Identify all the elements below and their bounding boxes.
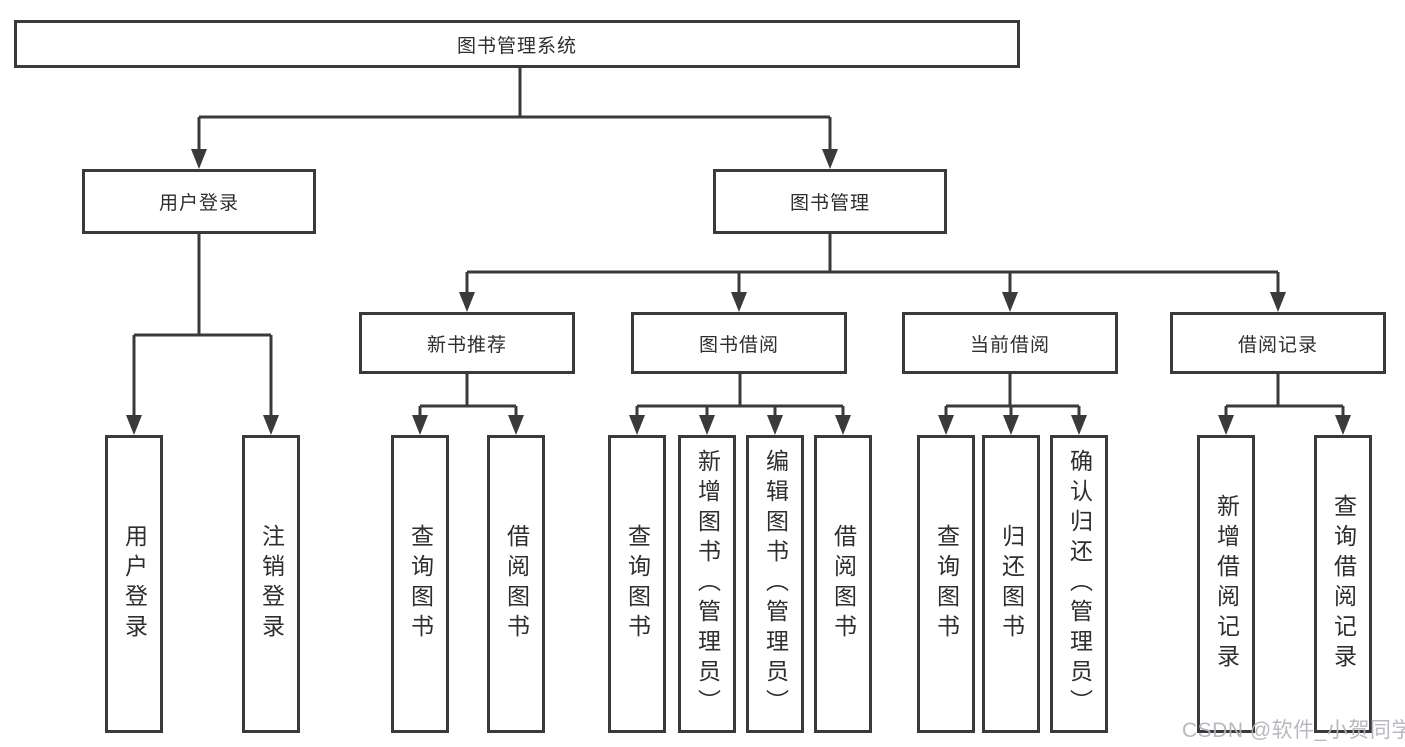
node-book-borrowing: 图书借阅 <box>631 312 847 374</box>
leaf-add-book-admin: 新增图书（管理员） <box>678 435 736 733</box>
leaf-return-books: 归还图书 <box>982 435 1040 733</box>
leaf-query-books-recommend: 查询图书 <box>391 435 449 733</box>
leaf-borrow-books-recommend: 借阅图书 <box>487 435 545 733</box>
leaf-query-borrow-record: 查询借阅记录 <box>1314 435 1372 733</box>
node-current-borrowing: 当前借阅 <box>902 312 1118 374</box>
node-book-management-system: 图书管理系统 <box>14 20 1020 68</box>
node-borrowing-records: 借阅记录 <box>1170 312 1386 374</box>
node-new-book-recommendation: 新书推荐 <box>359 312 575 374</box>
leaf-query-books-current: 查询图书 <box>917 435 975 733</box>
leaf-borrow-books-borrowing: 借阅图书 <box>814 435 872 733</box>
leaf-logout: 注销登录 <box>242 435 300 733</box>
leaf-query-books-borrowing: 查询图书 <box>608 435 666 733</box>
node-book-management: 图书管理 <box>713 169 947 234</box>
leaf-confirm-return-admin: 确认归还（管理员） <box>1050 435 1108 733</box>
leaf-add-borrow-record: 新增借阅记录 <box>1197 435 1255 733</box>
csdn-watermark: CSDN @软件_小贺同学 <box>1182 719 1405 742</box>
node-user-login: 用户登录 <box>82 169 316 234</box>
leaf-edit-book-admin: 编辑图书（管理员） <box>746 435 804 733</box>
leaf-user-login: 用户登录 <box>105 435 163 733</box>
